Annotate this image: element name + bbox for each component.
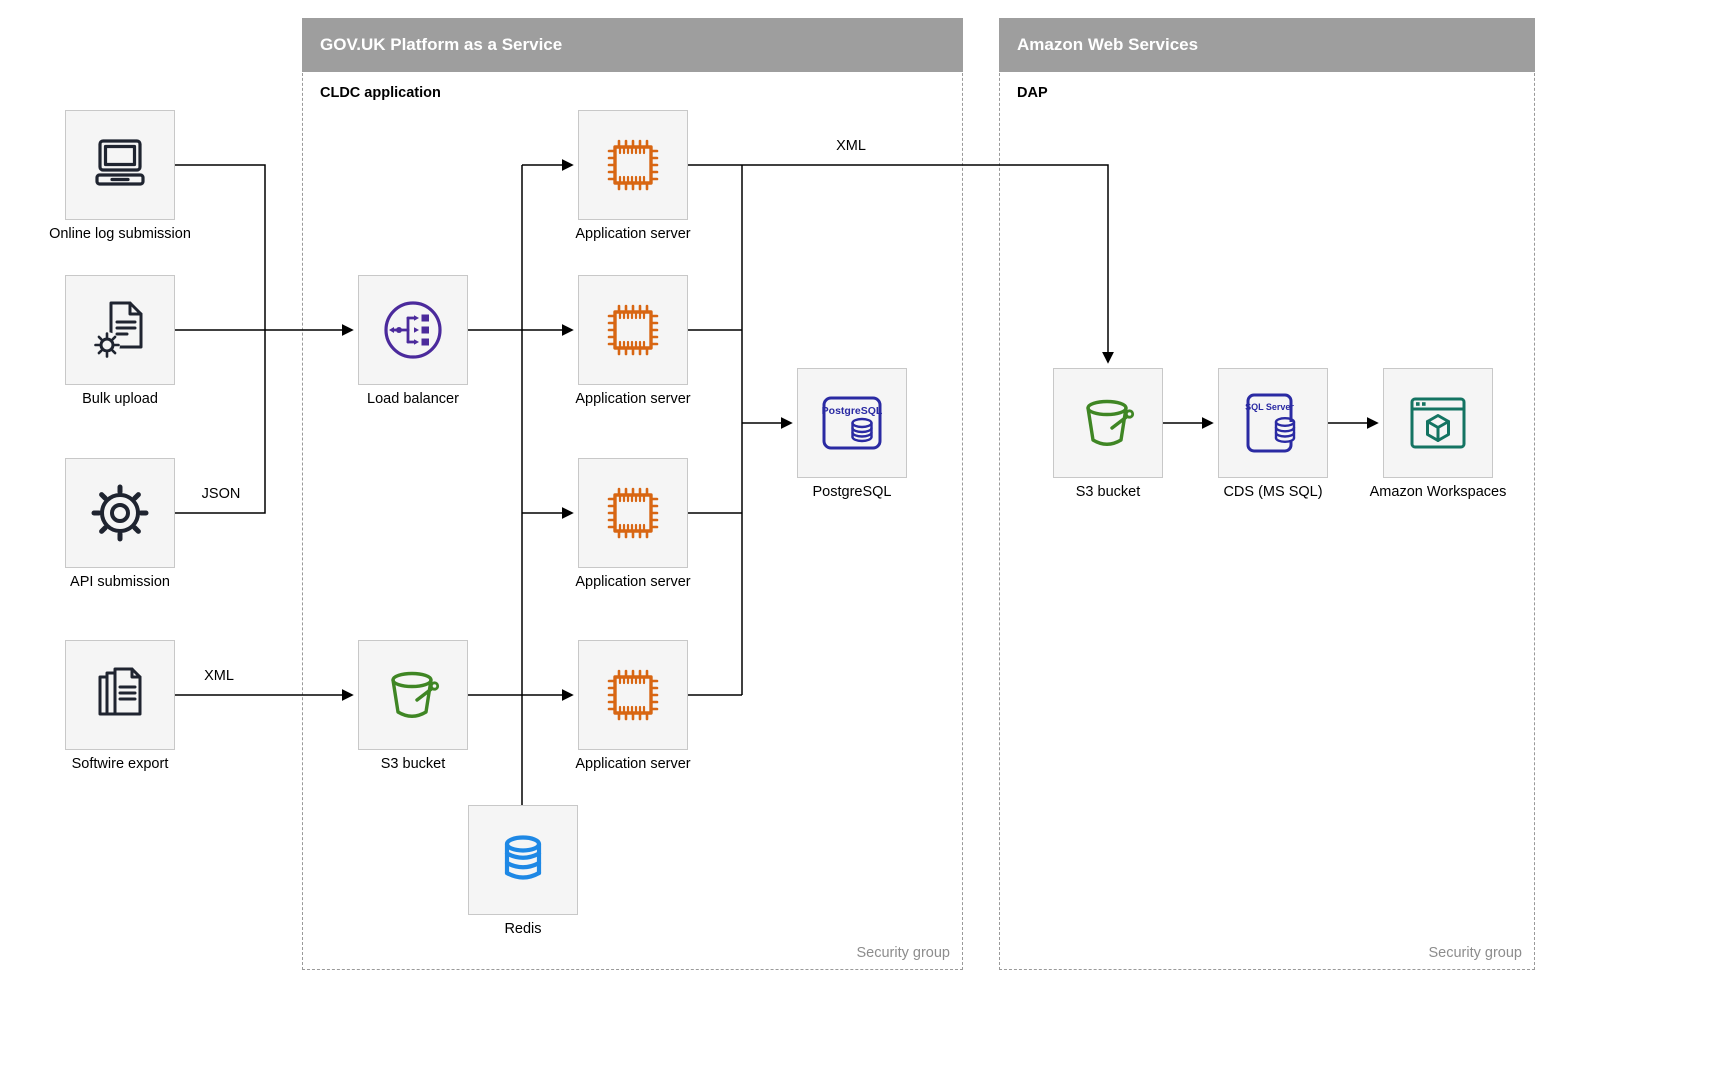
node-s3-bucket-paas: S3 bucket <box>358 640 468 772</box>
node-label: Application server <box>575 574 691 590</box>
s3-bucket-icon <box>358 640 468 750</box>
node-amazon-workspaces: Amazon Workspaces <box>1370 368 1506 500</box>
node-label: Bulk upload <box>82 391 158 407</box>
node-postgresql: PostgreSQL PostgreSQL <box>797 368 907 500</box>
group-aws: Amazon Web Services DAP Security group <box>999 18 1535 970</box>
gear-icon <box>65 458 175 568</box>
svg-text:PostgreSQL: PostgreSQL <box>822 405 883 417</box>
computer-icon <box>65 110 175 220</box>
edge-label-xml-aws: XML <box>836 138 866 154</box>
node-label: API submission <box>70 574 170 590</box>
node-softwire-export: Softwire export <box>65 640 175 772</box>
security-group-label: Security group <box>856 945 951 961</box>
chip-icon <box>578 275 688 385</box>
group-title: Amazon Web Services <box>1017 35 1199 54</box>
node-label: Load balancer <box>367 391 459 407</box>
chip-icon <box>578 640 688 750</box>
svg-text:SQL Server: SQL Server <box>1245 402 1294 412</box>
node-label: Softwire export <box>71 756 169 772</box>
node-s3-bucket-aws: S3 bucket <box>1053 368 1163 500</box>
node-api-submission: API submission <box>65 458 175 590</box>
node-online-log-submission: Online log submission <box>49 110 191 242</box>
node-application-server-3: Application server <box>575 458 691 590</box>
node-application-server-2: Application server <box>575 275 691 407</box>
s3-bucket-icon <box>1053 368 1163 478</box>
node-label: Amazon Workspaces <box>1369 484 1507 500</box>
edge-label-xml-softwire: XML <box>204 668 234 684</box>
node-label: Application server <box>575 391 691 407</box>
node-application-server-1: Application server <box>575 110 691 242</box>
group-title: GOV.UK Platform as a Service <box>320 35 563 54</box>
postgresql-icon: PostgreSQL <box>797 368 907 478</box>
group-govuk-paas: GOV.UK Platform as a Service CLDC applic… <box>302 18 963 970</box>
node-label: CDS (MS SQL) <box>1223 484 1323 500</box>
node-label: Redis <box>504 921 542 937</box>
documents-stack-icon <box>65 640 175 750</box>
security-group-label: Security group <box>1428 945 1523 961</box>
node-label: Application server <box>575 226 691 242</box>
node-load-balancer: Load balancer <box>358 275 468 407</box>
database-icon <box>468 805 578 915</box>
node-bulk-upload: Bulk upload <box>65 275 175 407</box>
chip-icon <box>578 110 688 220</box>
load-balancer-icon <box>358 275 468 385</box>
group-subtitle-dap: DAP <box>1017 85 1048 101</box>
node-label: S3 bucket <box>380 756 446 772</box>
node-label: PostgreSQL <box>812 484 892 500</box>
node-redis: Redis <box>468 805 578 937</box>
node-label: Online log submission <box>49 226 191 242</box>
sql-server-icon: SQL Server <box>1218 368 1328 478</box>
document-gear-icon <box>65 275 175 385</box>
node-cds-ms-sql: SQL Server CDS (MS SQL) <box>1218 368 1328 500</box>
group-header-govuk-paas: GOV.UK Platform as a Service <box>302 18 963 72</box>
node-application-server-4: Application server <box>575 640 691 772</box>
node-label: S3 bucket <box>1075 484 1141 500</box>
workspaces-icon <box>1383 368 1493 478</box>
group-subtitle-cldc: CLDC application <box>320 85 441 101</box>
edge-label-json: JSON <box>201 486 241 502</box>
group-header-aws: Amazon Web Services <box>999 18 1535 72</box>
node-label: Application server <box>575 756 691 772</box>
chip-icon <box>578 458 688 568</box>
